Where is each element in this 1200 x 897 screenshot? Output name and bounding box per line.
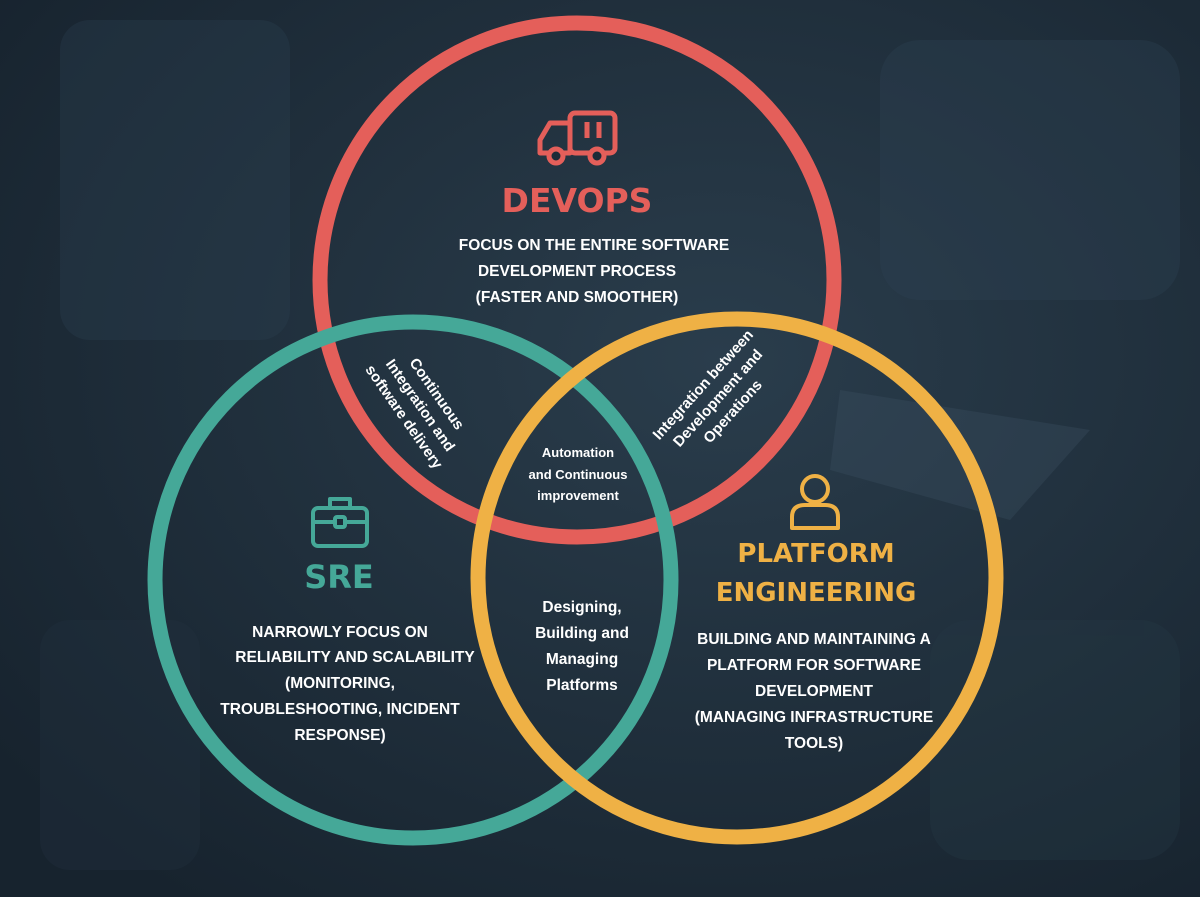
overlap-all-three-line: Automation — [542, 445, 614, 460]
overlap-sre-platform-line: Designing, — [542, 599, 621, 616]
platform-description: BUILDING AND MAINTAINING A PLATFORM FOR … — [695, 631, 934, 752]
devops-title: DEVOPS — [502, 181, 653, 220]
sre-description-line: TROUBLESHOOTING, INCIDENT — [220, 701, 460, 718]
overlap-sre-platform-line: Managing — [546, 651, 618, 668]
sre-description-line: NARROWLY FOCUS ON — [252, 624, 428, 641]
overlap-sre-platform-line: Platforms — [546, 677, 618, 694]
sre-description-line: RELIABILITY AND SCALABILITY — [235, 649, 475, 666]
overlap-sre-platform-label: Designing, Building and Managing Platfor… — [535, 599, 629, 694]
sre-circle — [147, 314, 679, 846]
overlap-all-three-line: and Continuous — [529, 467, 628, 482]
overlap-sre-platform-line: Building and — [535, 625, 629, 642]
devops-description-line: DEVELOPMENT PROCESS — [478, 263, 676, 280]
devops-circle — [312, 15, 842, 545]
overlap-all-three-line: improvement — [537, 488, 619, 503]
devops-description-line: FOCUS ON THE ENTIRE SOFTWARE — [459, 237, 729, 254]
background-photo-shapes — [40, 20, 1180, 870]
platform-title-line-1: PLATFORM — [737, 539, 894, 569]
platform-description-line: TOOLS) — [785, 735, 843, 752]
devops-description-line: (FASTER AND SMOOTHER) — [476, 289, 679, 306]
platform-description-line: DEVELOPMENT — [755, 683, 874, 700]
sre-title: SRE — [304, 558, 374, 596]
platform-description-line: PLATFORM FOR SOFTWARE — [707, 657, 921, 674]
platform-description-line: (MANAGING INFRASTRUCTURE — [695, 709, 934, 726]
sre-description-line: RESPONSE) — [294, 727, 385, 744]
devops-description: FOCUS ON THE ENTIRE SOFTWARE DEVELOPMENT… — [459, 237, 729, 306]
sre-description: NARROWLY FOCUS ON RELIABILITY AND SCALAB… — [220, 624, 475, 744]
sre-description-line: (MONITORING, — [285, 675, 395, 692]
platform-description-line: BUILDING AND MAINTAINING A — [697, 631, 931, 648]
user-icon — [790, 474, 840, 530]
overlap-all-three-label: Automation and Continuous improvement — [529, 445, 628, 503]
briefcase-icon — [311, 497, 369, 548]
platform-title-line-2: ENGINEERING — [716, 578, 917, 608]
truck-icon — [537, 110, 618, 166]
platform-circle — [470, 311, 1004, 845]
